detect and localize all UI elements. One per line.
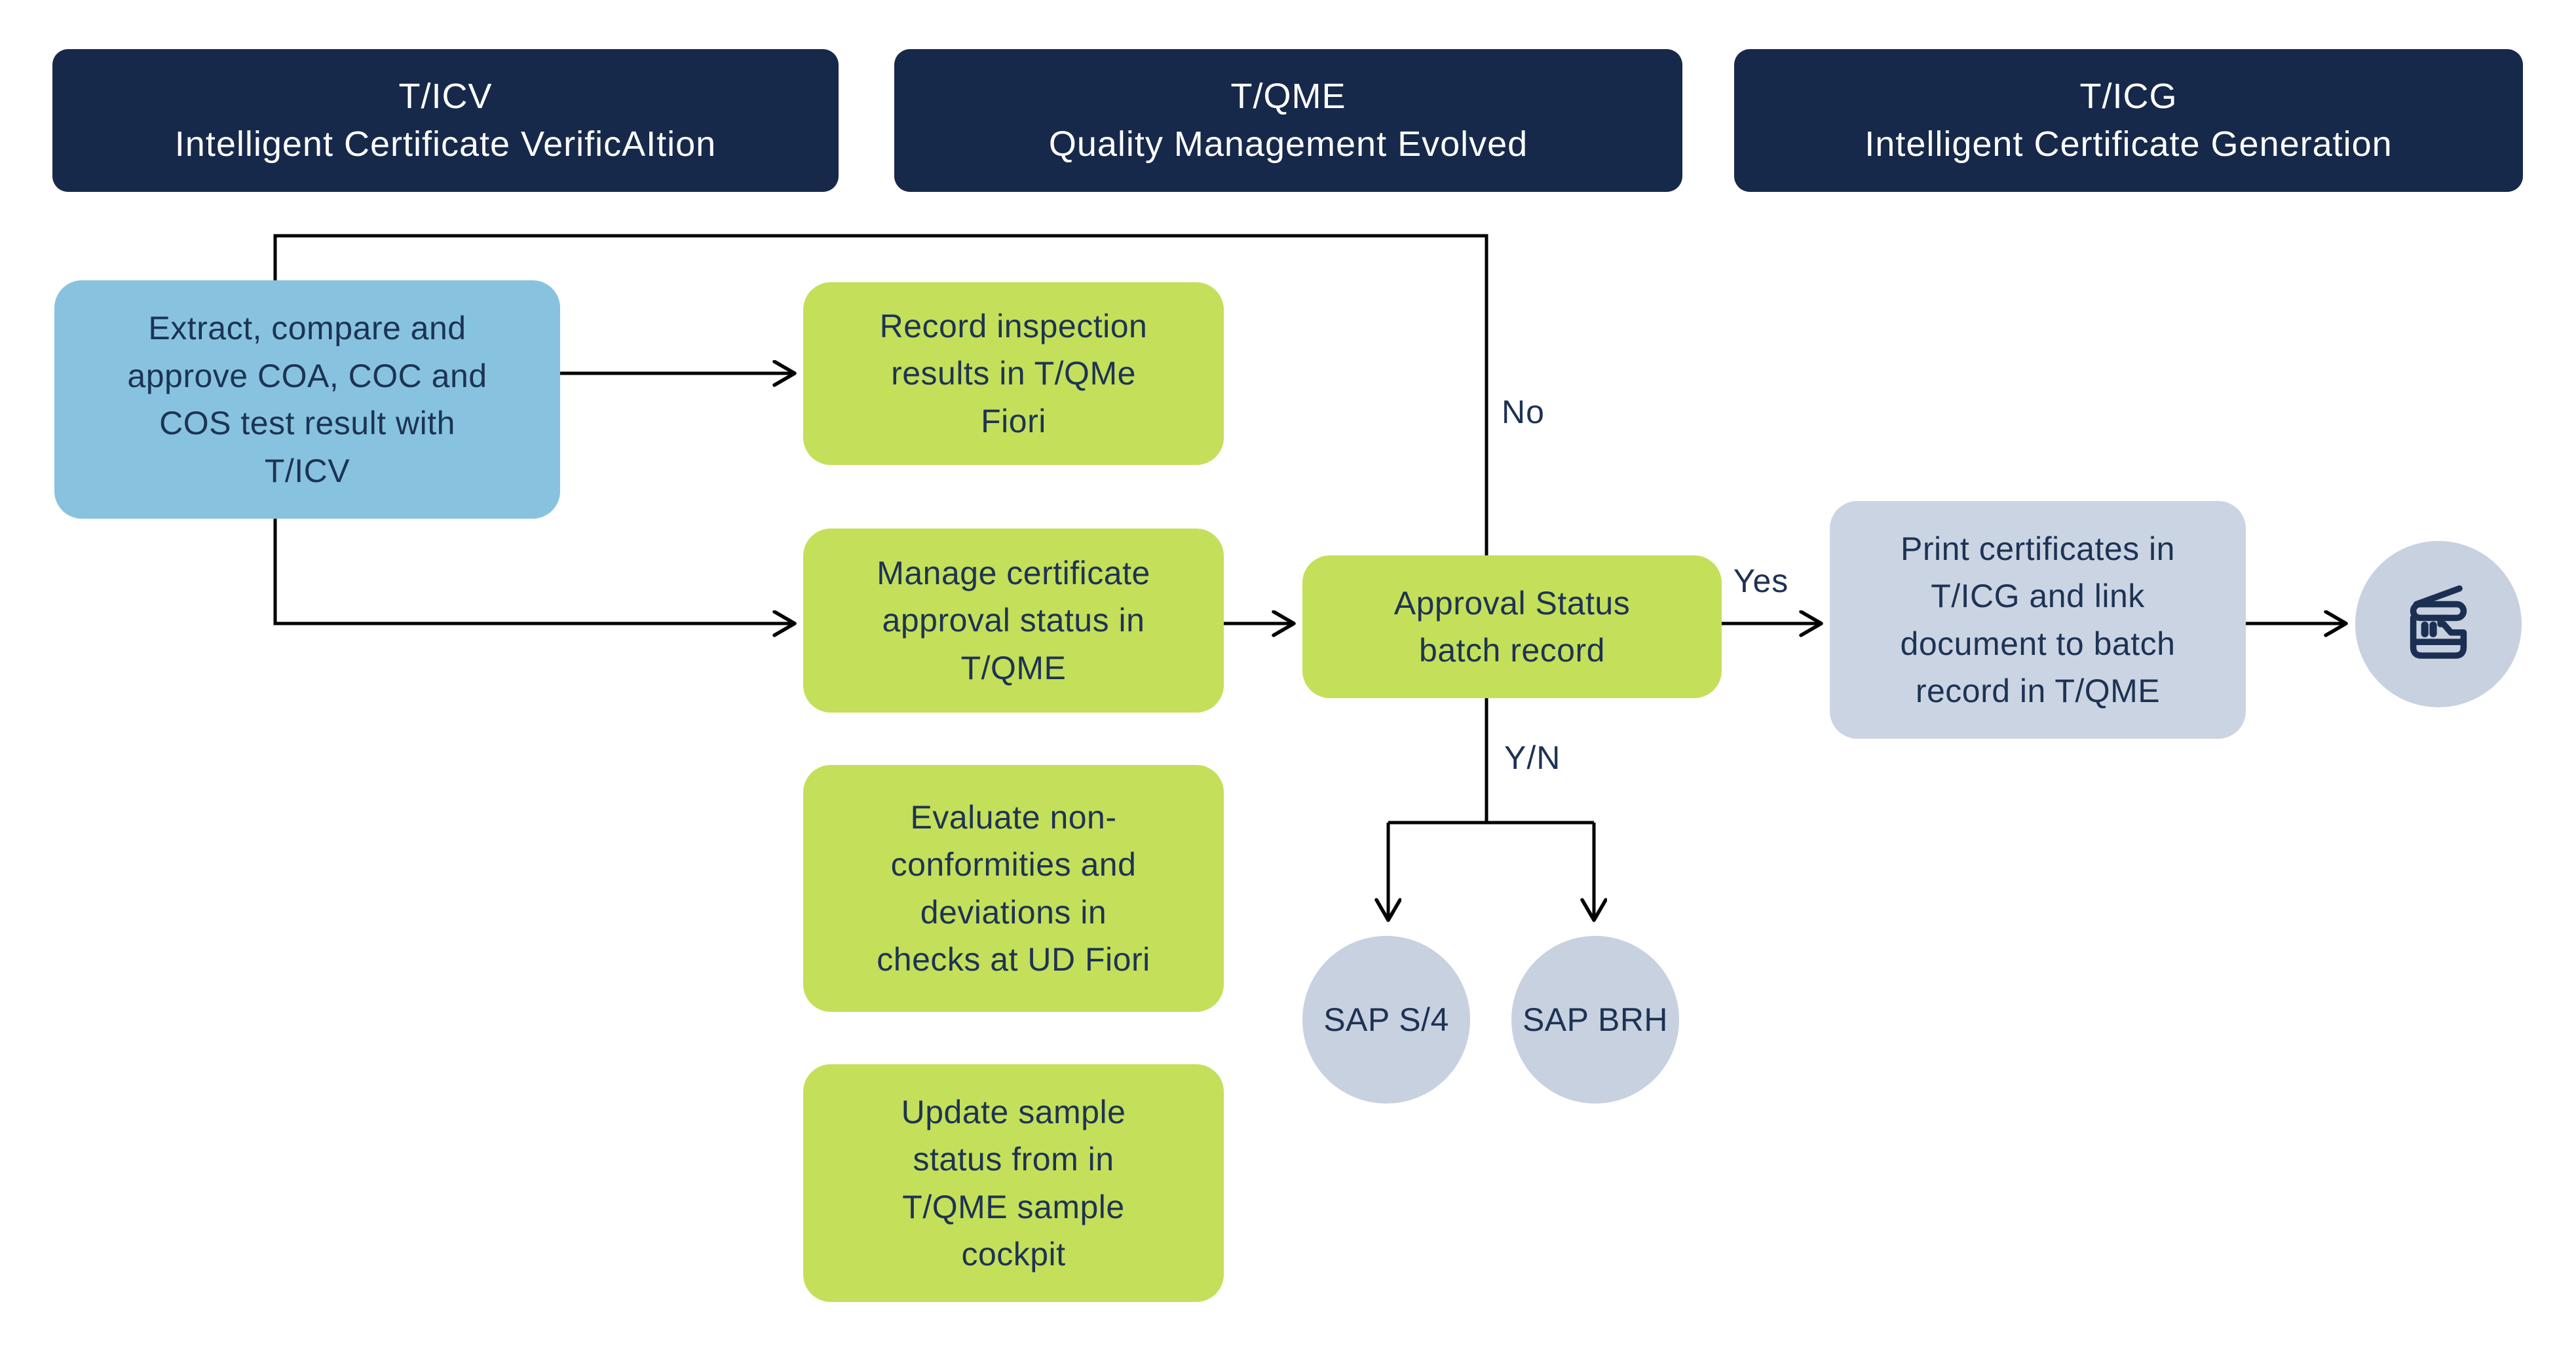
lane-header-ticg: T/ICG Intelligent Certificate Generation xyxy=(1734,49,2523,192)
node-sap-s4: SAP S/4 xyxy=(1302,936,1470,1104)
lane-header-tqme: T/QME Quality Management Evolved xyxy=(894,49,1682,192)
edge-no-loop xyxy=(273,234,1488,555)
node-record-inspection: Record inspection results in T/QMe Fiori xyxy=(803,282,1224,465)
lane-subtitle: Quality Management Evolved xyxy=(1048,124,1528,164)
node-sap-brh: SAP BRH xyxy=(1511,936,1679,1104)
node-print-certificates: Print certificates in T/ICG and link doc… xyxy=(1830,501,2246,739)
edge-label-no: No xyxy=(1502,394,1545,430)
node-update-sample-status: Update sample status from in T/QME sampl… xyxy=(803,1064,1224,1302)
node-extract-compare-approve: Extract, compare and approve COA, COC an… xyxy=(54,280,560,519)
edge-label-yes: Yes xyxy=(1733,563,1789,599)
lane-title: T/ICG xyxy=(2079,77,2178,117)
edge-manage-certificate xyxy=(273,519,794,623)
lane-title: T/ICV xyxy=(398,77,493,117)
printer-icon xyxy=(2410,585,2467,659)
lane-header-ticv: T/ICV Intelligent Certificate VerificAIt… xyxy=(52,49,839,192)
node-approval-status: Approval Status batch record xyxy=(1302,555,1722,698)
lane-title: T/QME xyxy=(1230,77,1346,117)
lane-subtitle: Intelligent Certificate Generation xyxy=(1865,124,2393,164)
node-evaluate-nonconformities: Evaluate non- conformities and deviation… xyxy=(803,765,1224,1012)
node-manage-certificate: Manage certificate approval status in T/… xyxy=(803,529,1224,713)
lane-subtitle: Intelligent Certificate VerificAItion xyxy=(174,124,717,164)
printer-circle xyxy=(2355,541,2522,707)
edge-label-yn: Y/N xyxy=(1504,739,1561,776)
